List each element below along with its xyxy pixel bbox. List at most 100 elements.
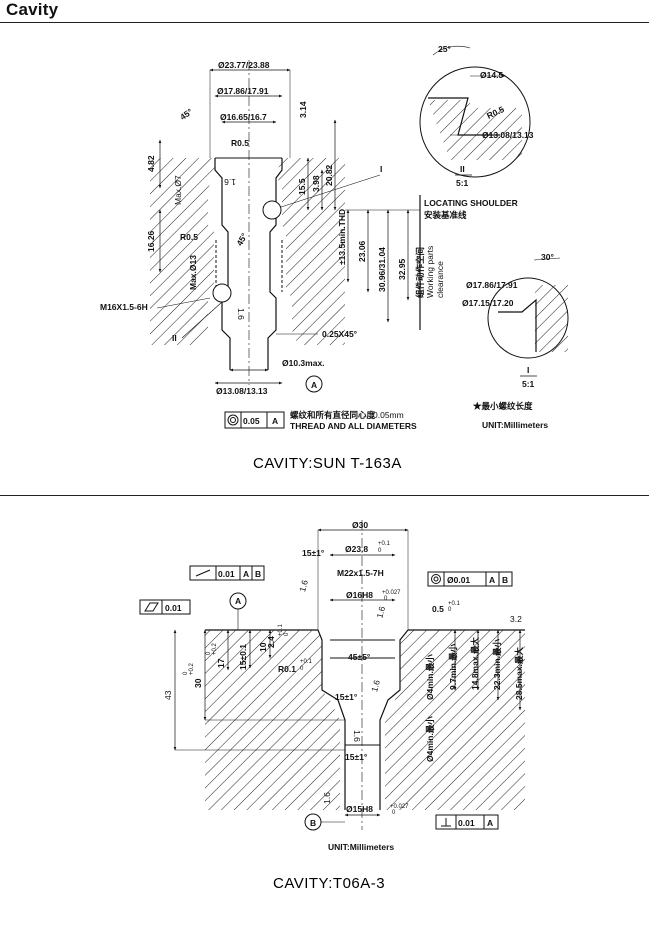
c2-dim-d15tol: +0.027 (390, 804, 409, 810)
c1-d1-scale: 5:1 (522, 379, 535, 389)
c2-datum-B: B (310, 818, 316, 828)
c2-fcf2-ref2: B (502, 575, 508, 585)
c2-dim-v17tol: +0.2 (212, 642, 218, 655)
c1-dim-maxd13: Max.Ø13 (188, 255, 198, 290)
c2-finish-16c: 1.6 (369, 679, 382, 693)
c1-d2-scale: 5:1 (456, 178, 469, 188)
c1-d1-label: I (527, 365, 529, 375)
c2-dim-d238tol0: 0 (378, 548, 382, 554)
page-header: Cavity (0, 0, 649, 23)
page-title: Cavity (6, 0, 59, 19)
c2-dim-v10: 10 (258, 642, 268, 652)
c2-dim-v05: 0.5 (432, 604, 444, 614)
c2-unit: UNIT:Millimeters (328, 842, 394, 852)
c1-tol-ref: A (272, 416, 278, 426)
c2-dim-v24tol: +0.1 (278, 623, 284, 636)
c1-d1-d1715: Ø17.15/17.20 (462, 298, 514, 308)
cavity1-detail-II (419, 45, 531, 178)
c2-dim-v30tol0: 0 (183, 671, 189, 675)
c1-dim-1626: 16.26 (146, 230, 156, 252)
c1-dim-3295: 32.95 (397, 258, 407, 280)
c2-dim-v24tol0: 0 (284, 632, 290, 636)
c1-dim-maxd7: Max.Ø7 (173, 175, 183, 205)
c2-dim-d16tol0: 0 (384, 596, 388, 602)
c2-dim-a45: 45±5° (348, 652, 371, 662)
c1-shoulder-en: LOCATING SHOULDER (424, 198, 518, 208)
c2-finish-16a: 1.6 (297, 579, 310, 593)
c1-dim-m16: M16X1.5-6H (100, 302, 148, 312)
c1-dim-d1308: Ø13.08/13.13 (216, 386, 268, 396)
c2-dim-v17tol0: 0 (206, 651, 212, 655)
section-divider (0, 495, 649, 496)
c1-note-cn: 螺纹和所有直径同心度 (290, 410, 376, 420)
c2-dim-d238: Ø23.8 (345, 544, 368, 554)
c1-d2-d1308: Ø13.08/13.13 (482, 130, 534, 140)
c2-fcf2-value: Ø0.01 (447, 575, 470, 585)
c2-dim-v05tol: +0.1 (448, 601, 461, 607)
c1-label-II: II (172, 333, 177, 343)
c1-dim-45a: 45° (178, 106, 195, 122)
c1-d2-angle: 25° (438, 44, 451, 54)
c2-dim-r01tol0: 0 (300, 666, 304, 672)
c1-working-en2: clearance (435, 261, 445, 298)
c1-dim-482: 4.82 (146, 155, 156, 172)
c2-datum-A: A (235, 596, 241, 606)
c1-dim-r05: R0.5 (231, 138, 249, 148)
c1-dim-398: 3.98 (311, 175, 321, 192)
c2-fcf3-value: 0.01 (165, 603, 182, 613)
c1-dim-d17: Ø17.86/17.91 (217, 86, 269, 96)
c2-finish-32: 3.2 (510, 614, 522, 624)
c2-dim-v30: 30 (193, 678, 203, 688)
c2-dim-d238tol: +0.1 (378, 541, 391, 547)
c1-dim-r05b: R0.5 (180, 232, 198, 242)
c1-datum-A: A (311, 380, 317, 390)
c2-dim-m22: M22x1.5-7H (337, 568, 384, 578)
c2-dim-d16tol: +0.027 (382, 590, 401, 596)
c2-dim-v17: 17 (216, 658, 226, 668)
c1-finish-16a: 1.6 (224, 177, 236, 187)
c2-dim-v15: 15±0.1 (238, 644, 248, 670)
c2-fcf4-ref1: A (487, 818, 493, 828)
c2-dim-v223: 22.3min.最小 (492, 638, 502, 690)
c1-dim-314: 3.14 (298, 101, 308, 118)
c1-dim-d103: Ø10.3max. (282, 358, 325, 368)
c2-dim-d15tol0: 0 (392, 810, 396, 816)
c2-caption: CAVITY:T06A-3 (273, 875, 385, 892)
c1-label-I: I (380, 164, 382, 174)
c2-dim-v43: 43 (163, 690, 173, 700)
c1-d2-label: II (460, 164, 465, 174)
c1-dim-155: 15.5 (297, 178, 307, 195)
c1-dim-2306: 23.06 (357, 240, 367, 262)
c1-dim-d16: Ø16.65/16.7 (220, 112, 267, 122)
c1-unit: UNIT:Millimeters (482, 420, 548, 430)
c2-dim-v30tol: +0.2 (189, 662, 195, 675)
c2-dim-v05tol0: 0 (448, 607, 452, 613)
c1-note-val: 0.05mm (373, 410, 404, 420)
c2-fcf1-value: 0.01 (218, 569, 235, 579)
c1-working-cn: 组件动作空间 (415, 247, 425, 298)
c2-fcf1-ref2: B (255, 569, 261, 579)
c2-dim-d4a: Ø4min.最小 (425, 654, 435, 700)
c1-d2-d145: Ø14.5 (480, 70, 503, 80)
c2-finish-16b: 1.6 (374, 605, 387, 619)
c2-finish-16d: 1.6 (352, 730, 362, 742)
c1-finish-16b: 1.6 (236, 308, 246, 320)
c1-shoulder-cn: 安装基准线 (424, 210, 467, 220)
c2-dim-d15h8: Ø15H8 (346, 804, 373, 814)
c2-fcf2-ref1: A (489, 575, 495, 585)
c1-d1-d1786: Ø17.86/17.91 (466, 280, 518, 290)
c1-d1-angle: 30° (541, 252, 554, 262)
c1-caption: CAVITY:SUN T-163A (253, 455, 402, 472)
c2-dim-d16h8: Ø16H8 (346, 590, 373, 600)
c1-dim-thd: ±13.5min.THD (337, 209, 347, 265)
c1-dim-2082: 20.82 (324, 164, 334, 186)
c2-dim-v148: 14.8max.最大 (470, 637, 480, 690)
c2-dim-a15: 15±1° (302, 548, 325, 558)
c1-thread-note: ★最小螺纹长度 (473, 401, 533, 411)
c2-finish-16e: 1.6 (322, 792, 332, 804)
c2-dim-v24: 2.4 (266, 636, 276, 648)
cavity1-detail-I (487, 257, 569, 359)
header-rule (0, 22, 649, 23)
c2-dim-d30: Ø30 (352, 520, 368, 530)
